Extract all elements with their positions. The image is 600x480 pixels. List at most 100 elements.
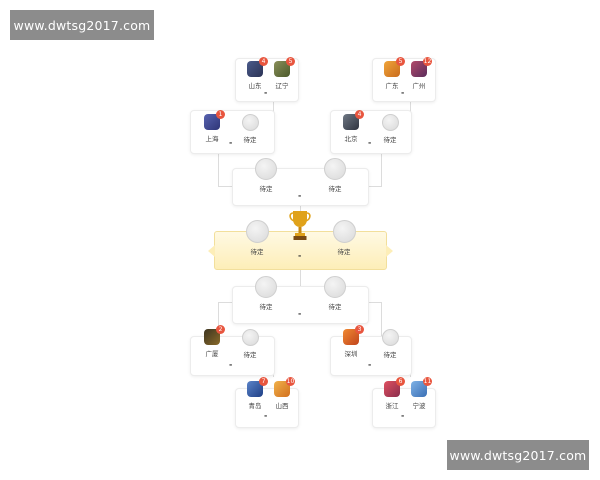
seed-badge: 10 <box>286 377 295 386</box>
match-score: - <box>298 251 302 260</box>
match-score: - <box>229 360 233 369</box>
team-liaoning: 5 辽宁 <box>265 57 299 90</box>
team-qingdao: 7 青岛 <box>238 377 272 410</box>
match-score: - <box>264 88 268 97</box>
basketball-icon <box>241 329 259 346</box>
team-logo-icon: 7 <box>247 377 268 397</box>
basketball-icon <box>255 276 277 298</box>
team-logo-icon: 11 <box>411 377 432 397</box>
match-score: - <box>401 411 405 420</box>
team-name: 宁波 <box>412 402 426 410</box>
team-name: 深圳 <box>344 350 358 358</box>
team-logo-icon: 5 <box>274 57 295 77</box>
match-score: - <box>229 138 233 147</box>
team-name: 山西 <box>275 402 289 410</box>
match-card-upper-semifinal[interactable]: 待定 待定 - <box>232 158 369 206</box>
match-card-lower-semifinal[interactable]: 待定 待定 - <box>232 276 369 324</box>
connector-line <box>381 152 382 186</box>
team-guangsha: 2 广厦 <box>195 325 229 358</box>
team-name: 待定 <box>250 248 264 256</box>
match-card-lower-left-sf[interactable]: 2 广厦 待定 - <box>190 325 275 376</box>
team-tbd: 待定 <box>233 329 267 359</box>
team-tbd: 待定 <box>373 114 407 144</box>
team-name: 辽宁 <box>275 82 289 90</box>
match-score: - <box>368 138 372 147</box>
seed-badge: 1 <box>216 110 225 119</box>
match-card-upper-left-qf[interactable]: 4 山东 5 辽宁 - <box>235 57 299 102</box>
team-logo-icon: 4 <box>343 110 364 130</box>
team-tbd: 待定 <box>240 220 274 256</box>
basketball-icon <box>381 114 399 131</box>
team-logo-icon: 2 <box>204 325 225 345</box>
team-name: 山东 <box>248 82 262 90</box>
match-card-lower-right-qf[interactable]: 6 浙江 11 宁波 - <box>372 377 436 428</box>
team-name: 待定 <box>328 303 342 311</box>
team-tbd: 待定 <box>327 220 361 256</box>
match-score: - <box>298 309 302 318</box>
team-ningbo: 11 宁波 <box>402 377 436 410</box>
seed-badge: 3 <box>355 325 364 334</box>
connector-line <box>218 186 233 187</box>
team-tbd: 待定 <box>249 158 283 193</box>
team-name: 广厦 <box>205 350 219 358</box>
connector-line <box>367 186 382 187</box>
basketball-icon <box>245 220 269 243</box>
seed-badge: 2 <box>216 325 225 334</box>
basketball-icon <box>241 114 259 131</box>
match-score: - <box>264 411 268 420</box>
basketball-icon <box>332 220 356 243</box>
watermark-bottom: www.dwtsg2017.com <box>447 440 589 470</box>
team-shenzhen: 3 深圳 <box>334 325 368 358</box>
team-name: 北京 <box>344 135 358 143</box>
team-logo-icon: 5 <box>384 57 405 77</box>
team-logo-icon: 6 <box>384 377 405 397</box>
match-card-lower-right-sf[interactable]: 3 深圳 待定 - <box>330 325 412 376</box>
connector-line <box>218 302 219 336</box>
final-arrow-right <box>386 245 393 257</box>
seed-badge: 11 <box>423 377 432 386</box>
team-beijing: 4 北京 <box>334 110 368 143</box>
connector-line <box>300 268 301 286</box>
team-tbd: 待定 <box>318 276 352 311</box>
team-name: 上海 <box>205 135 219 143</box>
team-name: 浙江 <box>385 402 399 410</box>
basketball-icon <box>324 158 346 180</box>
team-logo-icon: 3 <box>343 325 364 345</box>
match-card-lower-left-qf[interactable]: 7 青岛 10 山西 - <box>235 377 299 428</box>
team-name: 待定 <box>383 351 397 359</box>
team-name: 青岛 <box>248 402 262 410</box>
match-card-upper-left-sf[interactable]: 1 上海 待定 - <box>190 110 275 154</box>
team-tbd: 待定 <box>249 276 283 311</box>
team-shanxi: 10 山西 <box>265 377 299 410</box>
team-name: 待定 <box>328 185 342 193</box>
match-card-upper-right-qf[interactable]: 5 广东 12 广州 - <box>372 57 436 102</box>
team-tbd: 待定 <box>373 329 407 359</box>
team-name: 待定 <box>243 351 257 359</box>
basketball-icon <box>255 158 277 180</box>
basketball-icon <box>324 276 346 298</box>
match-card-upper-right-sf[interactable]: 4 北京 待定 - <box>330 110 412 154</box>
match-score: - <box>401 88 405 97</box>
team-shandong: 4 山东 <box>238 57 272 90</box>
seed-badge: 4 <box>355 110 364 119</box>
match-score: - <box>368 360 372 369</box>
team-tbd: 待定 <box>233 114 267 144</box>
trophy-icon <box>289 211 311 240</box>
seed-badge: 12 <box>423 57 432 66</box>
connector-line <box>381 302 382 336</box>
match-score: - <box>298 191 302 200</box>
team-name: 待定 <box>243 136 257 144</box>
seed-badge: 7 <box>259 377 268 386</box>
connector-line <box>367 302 382 303</box>
team-shanghai: 1 上海 <box>195 110 229 143</box>
team-name: 待定 <box>259 303 273 311</box>
team-logo-icon: 4 <box>247 57 268 77</box>
seed-badge: 4 <box>259 57 268 66</box>
team-logo-icon: 10 <box>274 377 295 397</box>
connector-line <box>218 152 219 186</box>
team-name: 广东 <box>385 82 399 90</box>
connector-line <box>218 302 233 303</box>
team-logo-icon: 1 <box>204 110 225 130</box>
team-guangzhou: 12 广州 <box>402 57 436 90</box>
basketball-icon <box>381 329 399 346</box>
